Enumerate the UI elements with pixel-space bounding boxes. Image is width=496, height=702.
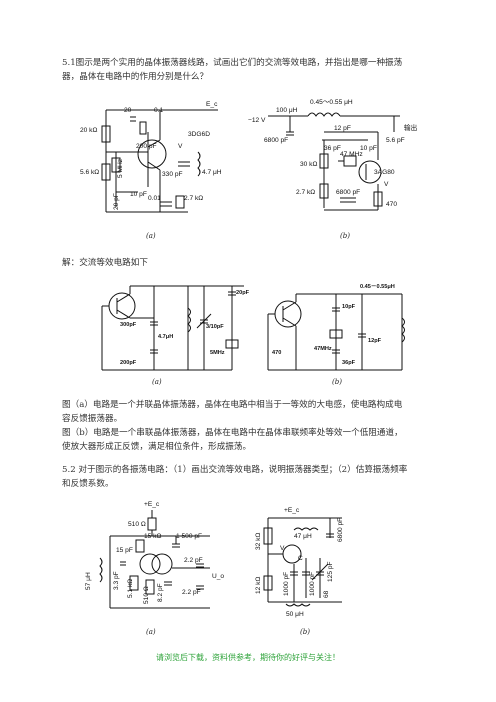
equiv-a-20pf: 20pF bbox=[236, 290, 250, 296]
q2-a-2.2pf-b: 2.2 pF bbox=[182, 589, 201, 596]
label-a-20pf: 20 pF bbox=[113, 193, 120, 210]
q2-a-15k: 15 kΩ bbox=[144, 533, 161, 540]
q2-b-6800pf: 6800 pF bbox=[337, 518, 344, 542]
label-b-47mhz: 47 MHz bbox=[340, 151, 363, 158]
label-a-2.7k: 2.7 kΩ bbox=[184, 195, 203, 202]
label-b-36pf: 36 pF bbox=[324, 145, 341, 152]
label-a-4.7uh: 4.7 μH bbox=[202, 169, 222, 176]
equiv-a-4.7uh: 4.7μH bbox=[158, 334, 173, 340]
circuit-b bbox=[268, 112, 400, 211]
label-b-5.6pf: 5.6 pF bbox=[386, 137, 405, 144]
caption-fig1-b: (b) bbox=[340, 232, 350, 240]
caption-fig3-b: (b) bbox=[300, 628, 310, 636]
q2-a-8.2pf: 8.2 pF bbox=[157, 583, 164, 602]
equiv-b-470: 470 bbox=[272, 350, 281, 356]
q2-b-50uh: 50 μH bbox=[286, 611, 304, 618]
equiv-b-47mhz: 47MHz bbox=[314, 346, 332, 352]
label-b-470: 470 bbox=[386, 201, 397, 208]
q2-a-5.1k: 5.1 kΩ bbox=[127, 579, 134, 598]
q2-b-1000pf-2: 1000 pF bbox=[309, 572, 316, 596]
label-a-10pf: 10 pF bbox=[130, 191, 147, 198]
q2-b-1000pf-1: 1000 pF bbox=[283, 572, 290, 596]
explain-b-line2: 使放大器形成正反馈，满足相位条件，形成振荡。 bbox=[62, 442, 252, 452]
answer-intro: 解：交流等效电路如下 bbox=[62, 258, 148, 268]
figure-equivalent-circuits: 20pF 300pF 3/10pF 4.7μH 200pF 5MHz (a) bbox=[92, 278, 422, 390]
label-a-5.6k: 5.6 kΩ bbox=[80, 169, 99, 176]
caption-fig2-a: (a) bbox=[152, 378, 162, 386]
label-b-2.7k: 2.7 kΩ bbox=[296, 189, 315, 196]
label-b-inductor: 0.45～0.55 μH bbox=[310, 99, 353, 106]
label-a-v: V bbox=[178, 143, 183, 150]
label-b-100uh: 100 μH bbox=[276, 107, 298, 114]
q2-b-125pf: 125 pF bbox=[327, 561, 334, 582]
q2-a-1500pf: 1 500 pF bbox=[176, 533, 202, 540]
explain-a-line1: 图（a）电路是一个并联晶体振荡器，晶体在电路中相当于一等效的大电感，使电路构成电 bbox=[62, 400, 403, 410]
label-b-12pf: 12 pF bbox=[334, 125, 351, 132]
caption-fig1-a: (a) bbox=[146, 232, 156, 240]
q2-b-c: C bbox=[298, 555, 303, 562]
label-b-v: V bbox=[384, 181, 389, 188]
caption-fig2-b: (b) bbox=[332, 378, 342, 386]
label-b-30k: 30 kΩ bbox=[300, 161, 317, 168]
q2-b-32k: 32 kΩ bbox=[255, 533, 262, 550]
label-a-0.01: 0.01 bbox=[148, 195, 161, 202]
explain-b-line1: 图（b）电路是一个串联晶体振荡器，晶体在电路中在晶体串联频率处等效一个低阻通道， bbox=[62, 428, 403, 438]
caption-fig3-a: (a) bbox=[146, 628, 156, 636]
q2-b-47uh: 47 μH bbox=[294, 533, 312, 540]
figure-5-2-circuits: +E_c 510 Ω 15 kΩ 1 500 pF 15 pF 2.2 pF 5… bbox=[80, 498, 370, 640]
label-a-ec: E_c bbox=[206, 101, 218, 108]
label-b-6800pf-2: 6800 pF bbox=[336, 189, 360, 196]
question-5-2-line1: 5.2 对于图示的各振荡电路：（1）画出交流等效电路，说明振荡器类型；（2）估算… bbox=[62, 465, 408, 475]
q2-a-2.2pf: 2.2 pF bbox=[184, 557, 203, 564]
equiv-b-inductor: 0.45－0.55μH bbox=[360, 284, 395, 290]
circuit-5-2-b bbox=[263, 517, 342, 607]
equiv-circuit-b bbox=[267, 293, 405, 371]
q2-a-uo: U_o bbox=[212, 573, 224, 580]
label-a-20: 20 bbox=[124, 107, 132, 114]
q2-a-ec: +E_c bbox=[144, 501, 160, 508]
q2-a-15pf: 15 pF bbox=[116, 547, 133, 554]
label-a-0.1: 0.1 bbox=[154, 107, 163, 114]
circuit-a bbox=[101, 109, 218, 213]
q2-b-v: V bbox=[280, 545, 285, 552]
q2-b-68: 68 bbox=[323, 590, 330, 598]
label-b-3ag80: 3AG80 bbox=[374, 169, 395, 176]
equiv-circuit-a bbox=[101, 285, 244, 371]
label-a-200pf: 200 pF bbox=[136, 143, 157, 150]
question-5-2-line2: 和反馈系数。 bbox=[62, 479, 114, 489]
equiv-b-36pf: 36pF bbox=[342, 360, 356, 366]
equiv-a-3-10pf: 3/10pF bbox=[206, 324, 224, 330]
equiv-a-5mhz: 5MHz bbox=[210, 350, 225, 356]
q2-a-510: 510 Ω bbox=[128, 521, 146, 528]
q2-a-510-b: 510 Ω bbox=[143, 586, 150, 604]
question-5-1-line2: 器，晶体在电路中的作用分别是什么？ bbox=[62, 72, 209, 82]
q2-a-57uh: 57 μH bbox=[85, 572, 92, 590]
figure-5-1-circuits: E_c 20 0.1 20 kΩ 3DG6D 200 pF V 5 MHz 5.… bbox=[78, 92, 418, 242]
question-5-1-line1: 5.1图示是两个实用的晶体振荡器线路，试画出它们的交流等效电路，并指出是哪一种振… bbox=[62, 58, 403, 68]
label-b-output: 输出 bbox=[404, 123, 417, 132]
label-b-minus12v: −12 V bbox=[248, 117, 266, 124]
equiv-a-300pf: 300pF bbox=[120, 322, 137, 328]
circuit-5-2-a bbox=[99, 510, 210, 609]
footer-note: 请浏览后下载，资料供参考，期待你的好评与关注！ bbox=[156, 653, 340, 662]
equiv-b-12pf: 12pF bbox=[368, 338, 382, 344]
q2-b-12k: 12 kΩ bbox=[255, 577, 262, 594]
label-a-20k: 20 kΩ bbox=[80, 127, 97, 134]
label-a-5mhz: 5 MHz bbox=[117, 159, 124, 178]
label-b-6800pf: 6800 pF bbox=[264, 137, 288, 144]
equiv-a-200pf: 200pF bbox=[120, 360, 137, 366]
explain-a-line2: 容反馈振荡器。 bbox=[62, 414, 123, 424]
q2-b-ec: +E_c bbox=[284, 507, 300, 514]
q2-a-3.3pf: 3.3 pF bbox=[113, 571, 120, 590]
equiv-b-10pf: 10pF bbox=[342, 304, 356, 310]
label-a-330pf: 330 pF bbox=[162, 171, 183, 178]
label-a-3dg6d: 3DG6D bbox=[188, 131, 210, 138]
label-b-10pf: 10 pF bbox=[360, 145, 377, 152]
